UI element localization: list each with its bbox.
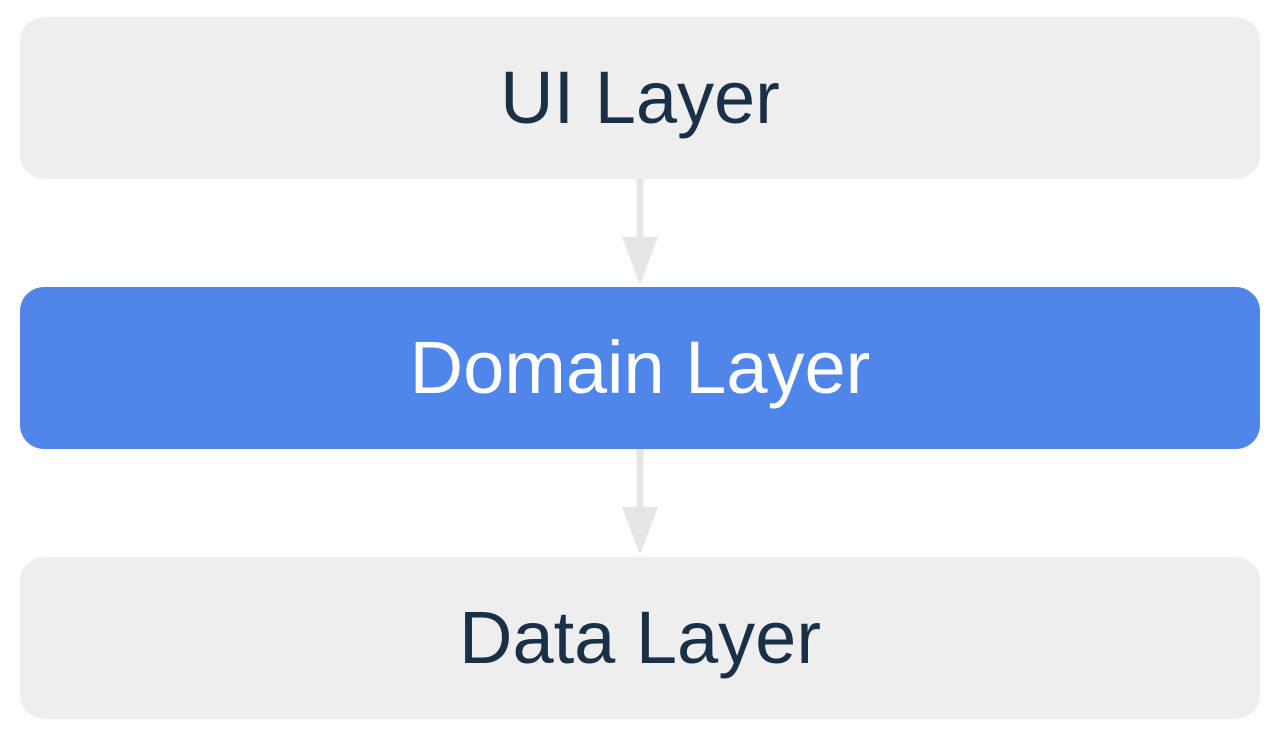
domain-layer-label: Domain Layer	[409, 326, 871, 409]
arrow-head	[622, 237, 658, 285]
data-layer-label: Data Layer	[459, 596, 821, 679]
arrow-head	[622, 507, 658, 555]
ui-layer-label: UI Layer	[500, 56, 780, 139]
data-layer-box: Data Layer	[20, 557, 1260, 719]
domain-to-data-arrow	[622, 449, 658, 555]
ui-layer-box: UI Layer	[20, 17, 1260, 179]
domain-layer-box: Domain Layer	[20, 287, 1260, 449]
ui-to-domain-arrow	[622, 179, 658, 285]
